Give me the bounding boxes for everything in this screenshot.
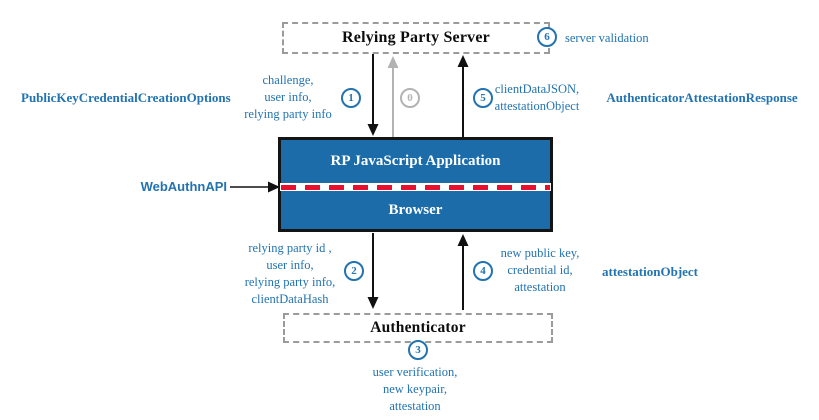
step-circle-0: 0 (400, 88, 420, 108)
relying-party-server-title: Relying Party Server (342, 29, 490, 46)
step4-payload: new public key, credential id, attestati… (470, 245, 610, 296)
step3-line: attestation (389, 399, 441, 413)
arrow-step0-up-gray (387, 56, 399, 137)
step3-line: new keypair, (382, 382, 448, 396)
public-key-credential-creation-options-label: PublicKeyCredentialCreationOptions (21, 90, 231, 105)
step4-line: new public key, (500, 246, 580, 260)
rp-js-application-title: RP JavaScript Application (330, 153, 501, 169)
step4-line: credential id, (507, 263, 573, 277)
red-dashed-line (281, 185, 550, 190)
authenticator-box: Authenticator (283, 313, 553, 343)
authenticator-title: Authenticator (370, 319, 466, 336)
step-circle-6: 6 (537, 27, 557, 47)
step-circle-5: 5 (473, 88, 493, 108)
step5-payload: clientDataJSON, attestationObject (467, 81, 607, 115)
step1-line: relying party info (244, 107, 332, 121)
arrow-step2-down (367, 233, 379, 309)
webauthn-api-boundary-line (280, 183, 551, 191)
authenticator-attestation-response-label: AuthenticatorAttestationResponse (606, 90, 798, 105)
step2-payload: relying party id , user info, relying pa… (220, 240, 360, 308)
step3-line: user verification, (372, 365, 458, 379)
step1-line: user info, (264, 90, 312, 104)
step-circle-2: 2 (344, 261, 364, 281)
attestation-object-label: attestationObject (601, 264, 699, 279)
relying-party-server-box: Relying Party Server (282, 22, 550, 54)
step1-payload: challenge, user info, relying party info (218, 72, 358, 123)
step2-line: relying party id , (248, 241, 332, 255)
step-circle-3: 3 (408, 340, 428, 360)
browser-box: RP JavaScript Application Browser (278, 137, 553, 232)
step3-payload: user verification, new keypair, attestat… (345, 364, 485, 415)
step-circle-1: 1 (341, 88, 361, 108)
arrow-step4-up (457, 234, 469, 310)
step2-line: relying party info, (244, 275, 336, 289)
step2-line: user info, (266, 258, 314, 272)
webauthn-api-pointer-arrow (230, 181, 280, 193)
step5-line: clientDataJSON, (494, 82, 580, 96)
step5-line: attestationObject (494, 99, 580, 113)
browser-title: Browser (388, 201, 443, 218)
arrow-step1-down (367, 54, 379, 136)
step4-line: attestation (514, 280, 566, 294)
step-circle-4: 4 (473, 261, 493, 281)
step2-line: clientDataHash (251, 292, 329, 306)
step6-label: server validation (565, 31, 649, 45)
webauthn-api-label: WebAuthnAPI (140, 179, 227, 194)
step1-line: challenge, (262, 73, 314, 87)
